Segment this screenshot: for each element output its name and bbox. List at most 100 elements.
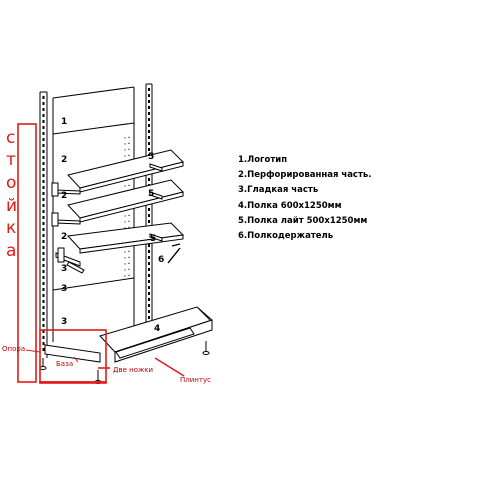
perforation-dot: [124, 269, 126, 271]
upright-slot: [42, 108, 45, 111]
perforation-dot: [128, 268, 130, 270]
upright-slot: [42, 132, 45, 135]
legend-list: 1.Логотип 2.Перфорированная часть. 3.Гла…: [238, 153, 372, 244]
upright-slot: [148, 256, 150, 259]
upright-slot: [42, 204, 45, 207]
callout-5: 5: [150, 234, 156, 244]
upright-slot: [42, 330, 45, 333]
holder-6: [167, 243, 181, 264]
upright-slot: [42, 174, 45, 177]
plinth-front: [115, 327, 195, 359]
right-upright: [145, 83, 153, 330]
stoika-char: а: [6, 241, 16, 261]
stoika-char: т: [6, 150, 16, 170]
legend-item-shelf-light: 5.Полка лайт 500х1250мм: [238, 215, 368, 226]
perforation-dot: [128, 256, 130, 258]
upright-slot: [148, 118, 150, 121]
upright-slot: [148, 292, 150, 295]
label-plintus: Плинтус: [180, 376, 211, 384]
upright-slot: [148, 262, 150, 265]
upright-slot: [148, 136, 150, 139]
callout-4: 4: [154, 324, 160, 334]
perforation-dot: [124, 149, 126, 151]
upright-slot: [42, 138, 45, 141]
upright-slot: [148, 304, 150, 307]
upright-slot: [42, 240, 45, 243]
upright-slot: [42, 126, 45, 129]
callout-3: 3: [61, 284, 67, 294]
upright-slot: [148, 112, 150, 115]
perforation-dot: [128, 274, 130, 276]
upright-slot: [42, 312, 45, 315]
upright-slot: [148, 244, 150, 247]
upright-slot: [42, 342, 45, 345]
upright-slot: [148, 100, 150, 103]
upright-slot: [148, 94, 150, 97]
perforation-dot: [124, 251, 126, 253]
upright-slot: [42, 198, 45, 201]
perforation-dot: [124, 257, 126, 259]
upright-slot: [42, 210, 45, 213]
left-upright-slots: [42, 96, 45, 351]
stoika-char: й: [6, 196, 17, 216]
perforation-dot: [128, 214, 130, 216]
upright-slot: [42, 282, 45, 285]
callout-5: 5: [148, 189, 154, 199]
shelf-lower: [66, 222, 185, 254]
callout-6: 6: [158, 255, 164, 265]
legend-item-shelf: 4.Полка 600х1250мм: [238, 200, 342, 211]
upright-slot: [42, 102, 45, 105]
upright-slot: [148, 268, 150, 271]
upright-slot: [42, 180, 45, 183]
upright-slot: [42, 276, 45, 279]
upright-slot: [42, 186, 45, 189]
perforation-dot: [124, 263, 126, 265]
upright-slot: [148, 178, 150, 181]
label-opora: Опора: [2, 345, 25, 353]
upright-slot: [42, 150, 45, 153]
upright-slot: [148, 214, 150, 217]
red-label-lines: [25, 349, 79, 363]
upright-slot: [42, 336, 45, 339]
upright-slot: [148, 280, 150, 283]
upright-slot: [42, 246, 45, 249]
callout-1: 1: [61, 117, 67, 127]
upright-slot: [148, 286, 150, 289]
stoika-char: с: [6, 128, 15, 148]
upright-slot: [42, 162, 45, 165]
perforation-dot: [128, 184, 130, 186]
upright-slot: [148, 124, 150, 127]
upright-slot: [42, 306, 45, 309]
label-baza: База: [56, 360, 73, 368]
upright-slot: [42, 192, 45, 195]
legend-item-logo: 1.Логотип: [238, 155, 288, 165]
base-left-part: [44, 344, 101, 363]
perforation-dot: [128, 136, 130, 138]
perforation-dot: [124, 227, 126, 229]
red-annotations: [17, 123, 185, 384]
upright-slot: [42, 234, 45, 237]
upright-slot: [148, 274, 150, 277]
upright-slot: [42, 216, 45, 219]
callout-2: 2: [61, 191, 67, 201]
upright-slot: [42, 318, 45, 321]
perforation-dot: [128, 148, 130, 150]
perforation-dot: [128, 154, 130, 156]
upright-slot: [148, 142, 150, 145]
legend-item-smooth: 3.Гладкая часть: [238, 185, 319, 196]
perforation-dot: [128, 262, 130, 264]
perforation-dot: [128, 250, 130, 252]
callout-2: 2: [61, 155, 67, 165]
legend-item-holder: 6.Полкодержатель: [238, 231, 334, 242]
upright-slot: [42, 168, 45, 171]
stoika-char: о: [6, 173, 16, 193]
perforation-dot: [124, 275, 126, 277]
upright-slot: [42, 228, 45, 231]
upright-slot: [42, 288, 45, 291]
upright-slot: [148, 148, 150, 151]
label-dve-nozhki: Две ножки: [113, 366, 153, 374]
perforation-dot: [124, 185, 126, 187]
upright-slot: [148, 316, 150, 319]
upright-slot: [148, 250, 150, 253]
